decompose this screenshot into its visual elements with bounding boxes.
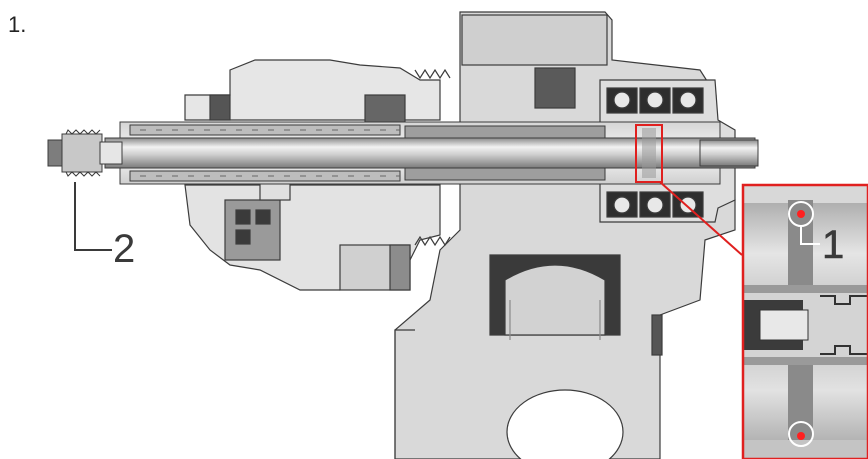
- spindle-shaft: [104, 121, 759, 185]
- marker-top: [797, 210, 805, 218]
- zoom-detail: 1: [741, 183, 868, 459]
- zoom-leader-line: [659, 181, 743, 256]
- marker-bottom: [797, 432, 805, 440]
- marker-ring-bottom: [788, 421, 814, 447]
- callout-2: 2: [74, 182, 135, 271]
- spindle-housing-rear: [184, 59, 451, 291]
- callout-1-leader: [800, 226, 820, 245]
- step-number: 1.: [8, 12, 27, 37]
- highlight-box: [635, 124, 663, 183]
- drawbar-cylinder: [47, 129, 123, 177]
- callout-2-leader: [74, 182, 112, 251]
- machine-base: [394, 11, 736, 459]
- callout-2-label: 2: [113, 227, 135, 271]
- callout-1-label: 1: [822, 223, 844, 267]
